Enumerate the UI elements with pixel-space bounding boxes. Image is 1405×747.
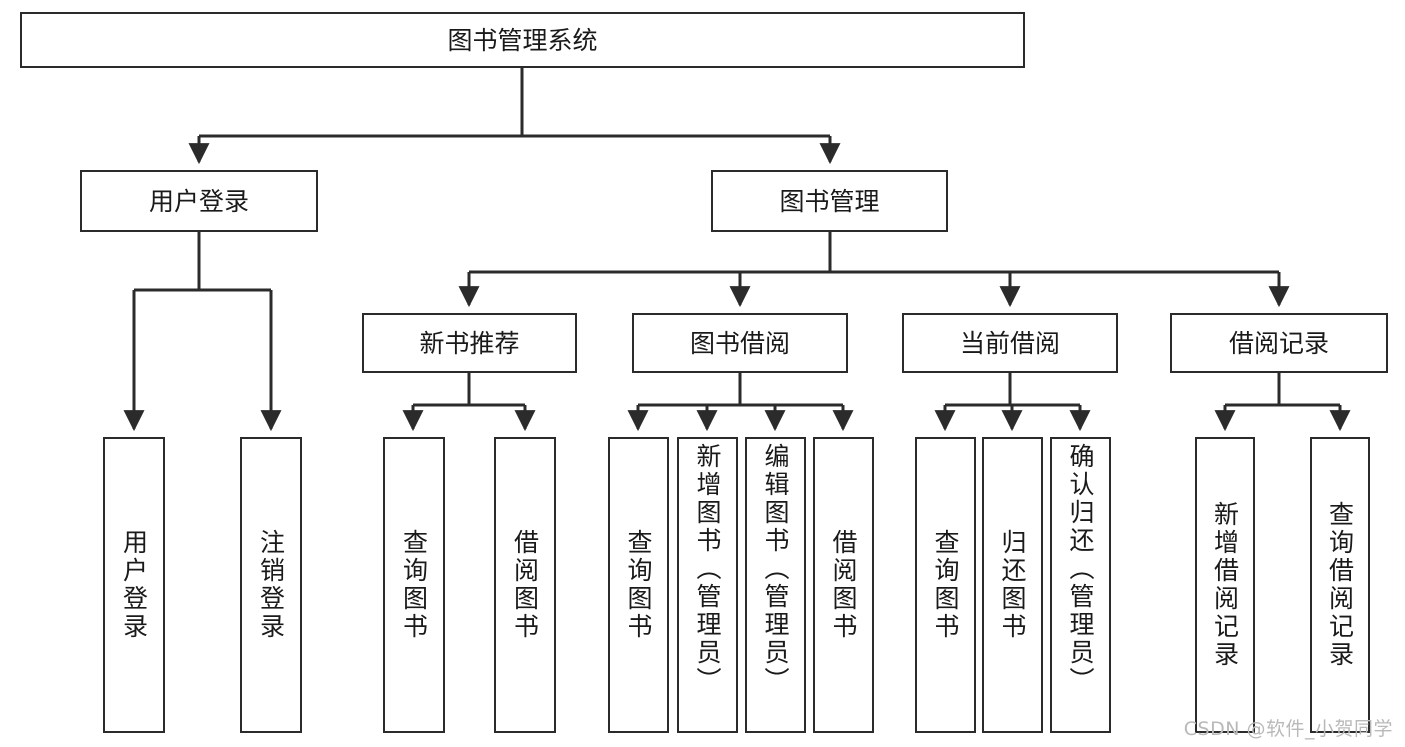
node-leaf-edit-book-label: 编辑图书（管理员） xyxy=(761,443,790,695)
node-leaf-add-book[interactable]: 新增图书（管理员） xyxy=(677,437,738,733)
node-leaf-borrow-book-1-label: 借阅图书 xyxy=(510,529,540,641)
node-leaf-borrow-book-2-label: 借阅图书 xyxy=(829,529,858,641)
node-leaf-return-book[interactable]: 归还图书 xyxy=(982,437,1043,733)
node-book-borrow[interactable]: 图书借阅 xyxy=(632,313,848,373)
node-root-label: 图书管理系统 xyxy=(447,25,598,55)
node-leaf-user-login-label: 用户登录 xyxy=(119,529,149,641)
node-leaf-confirm-return-label: 确认归还（管理员） xyxy=(1066,443,1095,695)
node-book-manage[interactable]: 图书管理 xyxy=(711,170,948,232)
node-user-login[interactable]: 用户登录 xyxy=(80,170,318,232)
node-leaf-query-book-3[interactable]: 查询图书 xyxy=(915,437,976,733)
node-book-manage-label: 图书管理 xyxy=(779,186,880,216)
node-new-book-rec[interactable]: 新书推荐 xyxy=(362,313,577,373)
node-leaf-query-book-2-label: 查询图书 xyxy=(624,529,653,641)
node-book-borrow-label: 图书借阅 xyxy=(689,328,790,358)
node-leaf-logout-label: 注销登录 xyxy=(256,529,286,641)
node-leaf-edit-book[interactable]: 编辑图书（管理员） xyxy=(745,437,806,733)
node-leaf-query-record-label: 查询借阅记录 xyxy=(1325,501,1355,669)
node-root[interactable]: 图书管理系统 xyxy=(20,12,1025,68)
node-leaf-return-book-label: 归还图书 xyxy=(998,529,1027,641)
node-leaf-confirm-return[interactable]: 确认归还（管理员） xyxy=(1050,437,1111,733)
node-leaf-borrow-book-2[interactable]: 借阅图书 xyxy=(813,437,874,733)
node-leaf-add-book-label: 新增图书（管理员） xyxy=(693,443,722,695)
node-leaf-query-book-3-label: 查询图书 xyxy=(931,529,960,641)
node-current-borrow-label: 当前借阅 xyxy=(959,328,1060,358)
node-leaf-query-book-1-label: 查询图书 xyxy=(399,529,429,641)
node-leaf-user-login[interactable]: 用户登录 xyxy=(103,437,165,733)
node-current-borrow[interactable]: 当前借阅 xyxy=(902,313,1118,373)
node-leaf-query-book-1[interactable]: 查询图书 xyxy=(383,437,445,733)
node-leaf-add-record-label: 新增借阅记录 xyxy=(1210,501,1240,669)
node-leaf-borrow-book-1[interactable]: 借阅图书 xyxy=(494,437,556,733)
node-borrow-record-label: 借阅记录 xyxy=(1228,328,1329,358)
node-leaf-add-record[interactable]: 新增借阅记录 xyxy=(1195,437,1255,733)
node-new-book-rec-label: 新书推荐 xyxy=(419,328,520,358)
node-leaf-query-book-2[interactable]: 查询图书 xyxy=(608,437,669,733)
csdn-watermark: CSDN @软件_小贺同学 xyxy=(1183,718,1393,740)
node-borrow-record[interactable]: 借阅记录 xyxy=(1170,313,1388,373)
node-user-login-label: 用户登录 xyxy=(148,186,249,216)
node-leaf-query-record[interactable]: 查询借阅记录 xyxy=(1310,437,1370,733)
node-leaf-logout[interactable]: 注销登录 xyxy=(240,437,302,733)
